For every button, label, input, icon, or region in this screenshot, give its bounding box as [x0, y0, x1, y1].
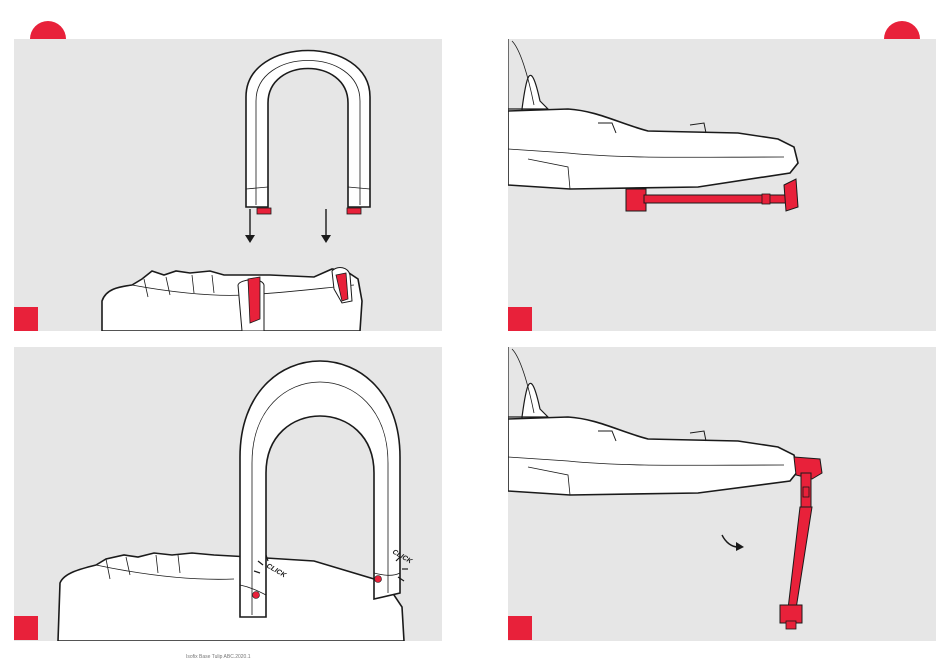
step-marker-1-icon: [14, 307, 38, 331]
illustration-base-folded: [508, 39, 936, 331]
isofix-base-side: [508, 417, 798, 495]
handle-connector-left: [257, 208, 271, 214]
panel-step-2: [508, 39, 936, 331]
illustration-base-unfolded: [508, 347, 936, 641]
lock-indicator-left: [253, 592, 260, 599]
isofix-base-side: [508, 109, 798, 189]
isofix-base: [58, 553, 404, 641]
base-socket-left: [248, 277, 260, 323]
isofix-arm-extended: [780, 457, 822, 629]
arrow-down-icon: [245, 209, 255, 243]
panel-step-1: [14, 39, 442, 331]
handle-connector-right: [347, 208, 361, 214]
carry-handle: [246, 51, 370, 208]
arrow-down-icon: [321, 209, 331, 243]
panel-step-3: CLICK CLICK: [14, 347, 442, 641]
panel-step-4: [508, 347, 936, 641]
curved-arrow-icon: [722, 535, 744, 551]
step-marker-4-icon: [508, 616, 532, 640]
illustration-handle-click: CLICK CLICK: [14, 347, 442, 641]
document-id: Isofix Base Tulip ABC.2020.1: [186, 654, 250, 660]
step-marker-3-icon: [14, 616, 38, 640]
step-marker-2-icon: [508, 307, 532, 331]
isofix-base: [102, 269, 362, 331]
illustration-handle-attach: [14, 39, 442, 331]
lock-indicator-right: [375, 576, 382, 583]
